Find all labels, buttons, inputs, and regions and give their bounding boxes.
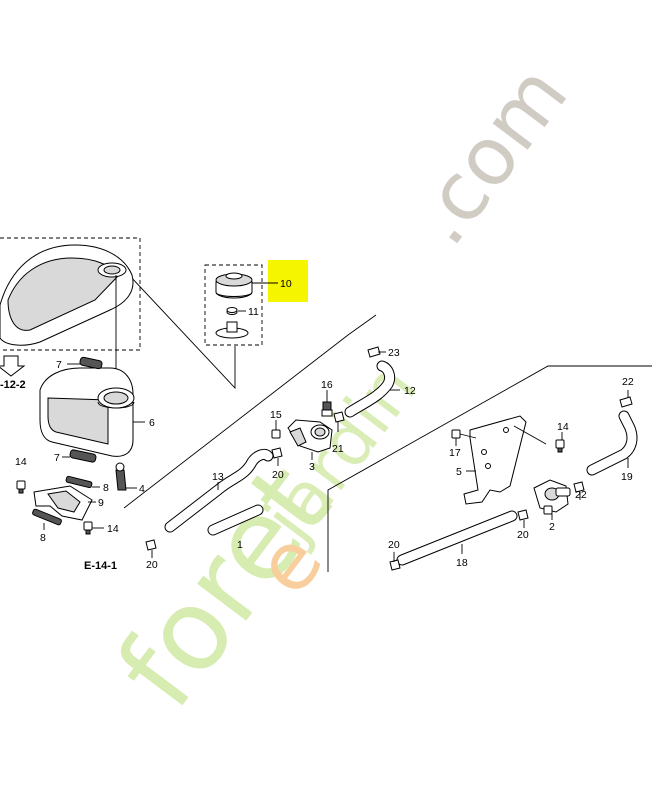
hose-18 bbox=[396, 510, 518, 566]
label-10: 10 bbox=[280, 278, 292, 290]
cap-seal bbox=[226, 307, 238, 315]
ref-e12-label: -12-2 bbox=[0, 379, 26, 391]
label-17: 17 bbox=[449, 447, 461, 459]
hose-19 bbox=[586, 410, 638, 476]
fuel-cock bbox=[533, 479, 571, 515]
tank-bracket bbox=[33, 485, 93, 521]
strip-8-upper bbox=[65, 475, 93, 489]
label-5: 5 bbox=[456, 466, 462, 478]
label-20d: 20 bbox=[388, 539, 400, 551]
label-20a: 20 bbox=[146, 559, 158, 571]
bolt-15 bbox=[271, 429, 281, 439]
label-2: 2 bbox=[549, 521, 555, 533]
strainer bbox=[215, 321, 249, 339]
label-7b: 7 bbox=[54, 452, 60, 464]
clamp-21 bbox=[333, 411, 345, 423]
bolt-16 bbox=[321, 401, 333, 417]
divider-upper bbox=[123, 314, 377, 509]
label-13: 13 bbox=[212, 471, 224, 483]
rubber-pad-lower bbox=[69, 449, 97, 463]
cap-group-box bbox=[204, 264, 263, 346]
hose-13 bbox=[164, 448, 274, 533]
bolt-14-left bbox=[16, 480, 26, 494]
fuel-cap bbox=[215, 272, 253, 299]
fuel-tank bbox=[39, 367, 135, 457]
label-14a: 14 bbox=[15, 456, 27, 468]
label-12: 12 bbox=[404, 385, 416, 397]
clamp-20-left bbox=[145, 539, 157, 551]
watermark-suffix: .com bbox=[393, 49, 585, 262]
leader-tank-to-cap bbox=[114, 259, 236, 390]
ref-e14-label: E-14-1 bbox=[84, 560, 117, 572]
label-7a: 7 bbox=[56, 359, 62, 371]
label-16: 16 bbox=[321, 379, 333, 391]
fuel-valve-body bbox=[287, 419, 333, 453]
label-23: 23 bbox=[388, 347, 400, 359]
label-19: 19 bbox=[621, 471, 633, 483]
label-11: 11 bbox=[248, 306, 259, 318]
clamp-22-upper bbox=[619, 396, 633, 408]
rubber-pad-upper bbox=[79, 356, 103, 370]
label-20b: 20 bbox=[272, 469, 284, 481]
label-8a: 8 bbox=[103, 482, 109, 494]
strip-8-lower bbox=[32, 508, 62, 526]
cover-assembly bbox=[0, 237, 141, 382]
divider-right bbox=[327, 365, 652, 572]
clamp-22-lower bbox=[573, 481, 585, 493]
label-22b: 22 bbox=[575, 489, 587, 501]
clamp-20-bottom bbox=[389, 559, 401, 571]
bolt-14-right bbox=[555, 439, 565, 453]
bolt-17 bbox=[451, 429, 477, 439]
label-14b: 14 bbox=[107, 523, 119, 535]
label-1: 1 bbox=[237, 539, 243, 551]
label-18: 18 bbox=[456, 557, 468, 569]
label-8b: 8 bbox=[40, 532, 46, 544]
part-10-highlight bbox=[268, 260, 308, 302]
bolt-14-mid bbox=[83, 521, 93, 535]
label-4: 4 bbox=[139, 483, 145, 495]
hose-1 bbox=[207, 504, 264, 536]
part-labels: 1 2 3 4 5 6 7 7 8 8 9 10 11 12 13 14 14 … bbox=[15, 278, 634, 571]
clamp-23 bbox=[367, 346, 381, 358]
label-6: 6 bbox=[149, 417, 155, 429]
clamp-20-mid bbox=[271, 447, 283, 459]
valve-bracket bbox=[463, 415, 547, 505]
label-9: 9 bbox=[98, 497, 104, 509]
label-15: 15 bbox=[270, 409, 282, 421]
bolt-4 bbox=[115, 462, 127, 491]
label-14c: 14 bbox=[557, 421, 569, 433]
label-20c: 20 bbox=[517, 529, 529, 541]
label-3: 3 bbox=[309, 461, 315, 473]
ref-arrow bbox=[0, 355, 26, 377]
label-22a: 22 bbox=[622, 376, 634, 388]
hose-12 bbox=[344, 360, 396, 418]
clamp-20-right bbox=[517, 509, 529, 521]
label-21: 21 bbox=[332, 443, 344, 455]
watermark: foret jardin .com e bbox=[93, 49, 586, 732]
